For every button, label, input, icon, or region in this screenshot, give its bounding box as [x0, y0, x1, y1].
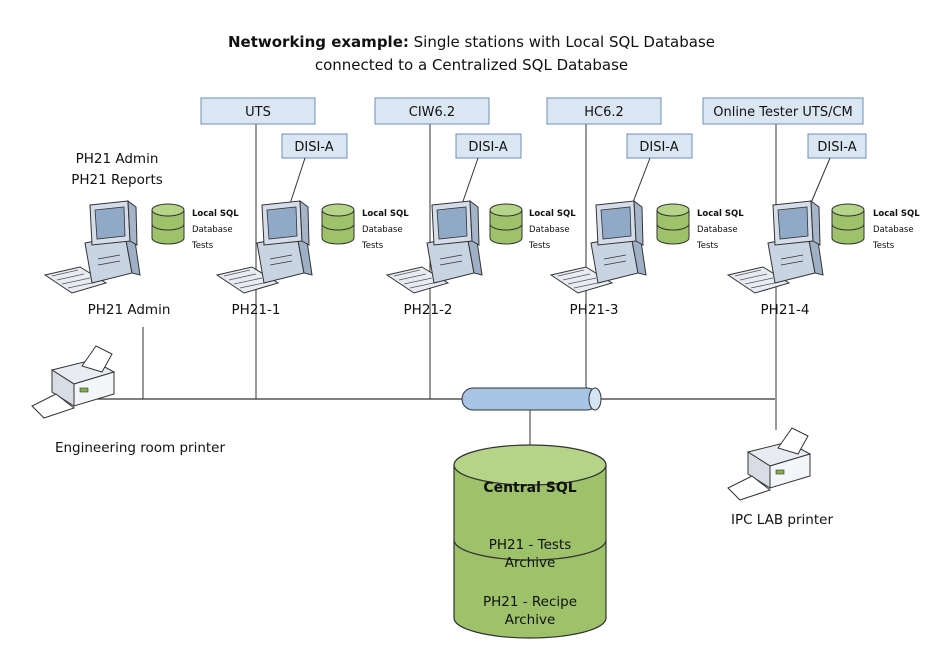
- admin-roles-line1: PH21 Admin: [76, 151, 159, 167]
- station-3-local-db-icon: [656, 203, 690, 245]
- central-recipe-line2: Archive: [505, 612, 556, 628]
- station-2-local-db-icon: [489, 203, 523, 245]
- station-3-local-db-line2: Database: [697, 225, 738, 235]
- central-tests-line1: PH21 - Tests: [489, 537, 572, 553]
- station-2-local-db-line2: Database: [529, 225, 570, 235]
- station-2-disi-box: [455, 133, 522, 159]
- diagram-title-line2: connected to a Centralized SQL Database: [314, 56, 629, 74]
- admin-local-db-line1: Local SQL: [192, 209, 239, 219]
- station-4-local-db-icon: [831, 203, 865, 245]
- station-3-local-db-line1: Local SQL: [697, 209, 744, 219]
- station-3-app-box: [546, 97, 662, 125]
- station-2-app-box: [374, 97, 490, 125]
- station-3-disi: DISI-A: [639, 140, 678, 155]
- station-4-app: Online Tester UTS/CM: [713, 105, 853, 120]
- station-3-local-db-line3: Tests: [696, 241, 719, 251]
- station-2: CIW6.2 DISI-A Local SQL Database Tests P…: [374, 97, 576, 318]
- admin-local-db-icon: [151, 203, 185, 245]
- station-1-app: UTS: [245, 105, 271, 120]
- station-4-app-box: [702, 97, 864, 125]
- station-2-name: PH21-2: [404, 302, 453, 318]
- central-sql-database: Central SQL PH21 - Tests Archive PH21 - …: [453, 444, 607, 639]
- station-4: Online Tester UTS/CM DISI-A Local SQL Da…: [702, 97, 920, 318]
- engineering-printer-icon: [31, 345, 115, 419]
- network-hub-icon: [461, 387, 602, 411]
- station-3-name: PH21-3: [570, 302, 619, 318]
- admin-computer-icon: [44, 200, 141, 294]
- station-1-local-db-line2: Database: [362, 225, 403, 235]
- engineering-printer-label: Engineering room printer: [55, 440, 226, 456]
- station-1-disi: DISI-A: [294, 140, 333, 155]
- station-2-local-db-line1: Local SQL: [529, 209, 576, 219]
- station-1-name: PH21-1: [232, 302, 281, 318]
- title-bold: Networking example:: [228, 33, 409, 51]
- station-1-local-db-icon: [321, 203, 355, 245]
- station-2-local-db-line3: Tests: [528, 241, 551, 251]
- station-4-local-db-line2: Database: [873, 225, 914, 235]
- admin-name: PH21 Admin: [88, 302, 171, 318]
- station-4-name: PH21-4: [761, 302, 810, 318]
- station-1: UTS DISI-A Local SQL Database Tests PH21…: [200, 97, 409, 318]
- central-sql-title: Central SQL: [483, 480, 576, 496]
- station-4-disi: DISI-A: [817, 140, 856, 155]
- central-tests-line2: Archive: [505, 555, 556, 571]
- station-1-local-db-line1: Local SQL: [362, 209, 409, 219]
- admin-station: PH21 Admin PH21 Reports Local SQL Databa…: [44, 151, 239, 318]
- engineering-printer: Engineering room printer: [31, 345, 226, 456]
- ipc-lab-printer: IPC LAB printer: [727, 427, 833, 528]
- diagram-title-line1: Networking example: Single stations with…: [0, 33, 943, 51]
- admin-roles-line2: PH21 Reports: [71, 172, 163, 188]
- station-1-disi-box: [281, 133, 348, 159]
- station-1-local-db-line3: Tests: [361, 241, 384, 251]
- station-4-disi-box: [807, 133, 867, 159]
- station-3-app: HC6.2: [584, 105, 624, 120]
- ipc-printer-label: IPC LAB printer: [731, 512, 833, 528]
- station-1-app-box: [200, 97, 316, 125]
- station-4-local-db-line1: Local SQL: [873, 209, 920, 219]
- admin-local-db-line3: Tests: [191, 241, 214, 251]
- station-2-app: CIW6.2: [409, 105, 455, 120]
- title-rest: Single stations with Local SQL Database: [408, 33, 715, 51]
- station-3-disi-box: [626, 133, 693, 159]
- admin-local-db-line2: Database: [192, 225, 233, 235]
- ipc-printer-icon: [727, 427, 811, 501]
- station-2-disi: DISI-A: [468, 140, 507, 155]
- central-recipe-line1: PH21 - Recipe: [483, 594, 577, 610]
- station-3: HC6.2 DISI-A Local SQL Database Tests PH…: [546, 97, 744, 318]
- station-4-local-db-line3: Tests: [872, 241, 895, 251]
